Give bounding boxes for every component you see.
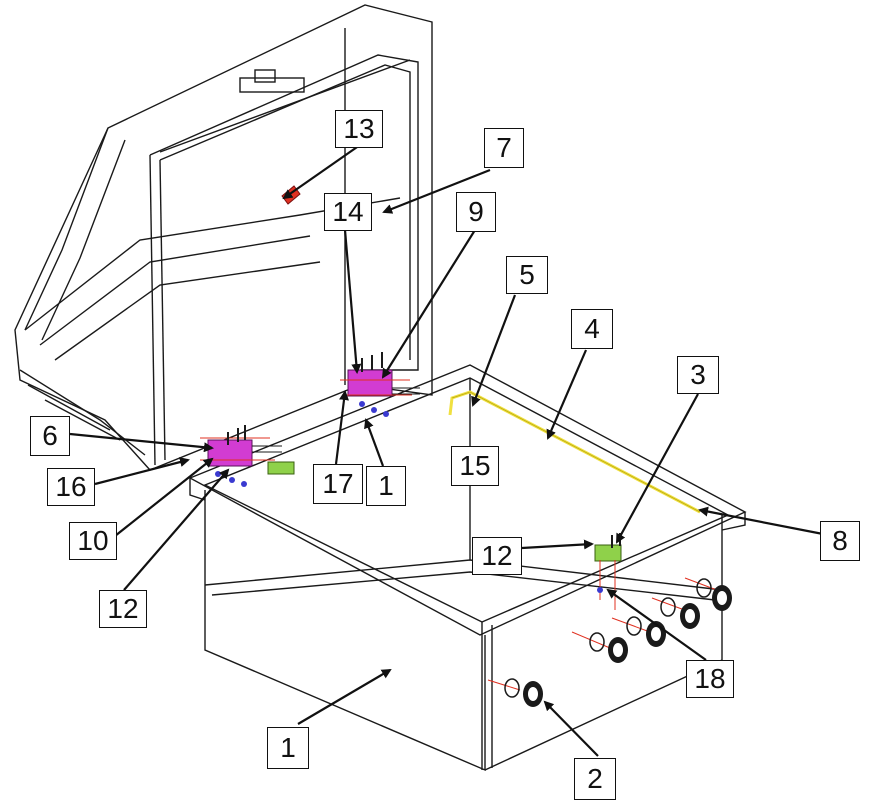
side-bracket-right	[594, 533, 622, 610]
callout-label-10: 10	[69, 522, 117, 560]
arrow-4	[546, 349, 588, 440]
arrow-17	[334, 390, 349, 465]
arrow-13	[282, 144, 361, 200]
callout-label-13: 13	[335, 110, 383, 148]
arrow-1b	[297, 668, 392, 725]
callout-label-1b: 1	[267, 727, 309, 769]
arrow-7	[382, 168, 491, 214]
arrow-6	[69, 432, 214, 453]
arrow-12b	[521, 539, 594, 550]
lid	[14, 4, 433, 471]
callout-label-12b: 12	[472, 537, 522, 575]
callout-label-7: 7	[484, 128, 524, 168]
arrow-18	[606, 588, 707, 661]
arrow-9	[381, 229, 476, 379]
callout-label-2: 2	[574, 758, 616, 800]
arrow-8	[698, 506, 824, 536]
callout-label-14: 14	[324, 193, 372, 231]
hinge-bracket-left	[200, 425, 282, 487]
arrow-14	[343, 229, 362, 374]
rim-latch-bracket	[267, 461, 295, 475]
gland-row-3	[651, 597, 700, 629]
arrow-16	[94, 457, 190, 486]
callout-label-17: 17	[313, 464, 363, 504]
callout-arrows	[69, 144, 824, 757]
callout-label-6: 6	[30, 416, 70, 456]
cable-rail	[448, 390, 701, 514]
arrow-10	[114, 457, 214, 537]
gland-front	[487, 678, 543, 707]
arrow-5	[471, 294, 517, 407]
callout-label-8: 8	[820, 521, 860, 561]
arrow-3	[616, 393, 699, 544]
callout-label-5: 5	[506, 256, 548, 294]
arrow-12a	[123, 468, 230, 591]
arrow-2	[543, 700, 599, 757]
callout-label-1a: 1	[366, 466, 406, 506]
gland-row-1	[571, 631, 628, 663]
callout-label-18: 18	[686, 660, 734, 698]
callout-label-3: 3	[677, 356, 719, 394]
hinge-bracket-right	[340, 352, 420, 417]
cable-glands	[487, 577, 732, 707]
callout-label-12a: 12	[99, 590, 147, 628]
callout-label-15: 15	[451, 446, 499, 486]
box-body	[188, 364, 747, 772]
arrow-1a	[364, 418, 385, 467]
gland-row-4	[684, 577, 732, 611]
callout-label-9: 9	[456, 192, 496, 232]
callout-label-16: 16	[47, 468, 95, 506]
callout-label-4: 4	[571, 309, 613, 349]
